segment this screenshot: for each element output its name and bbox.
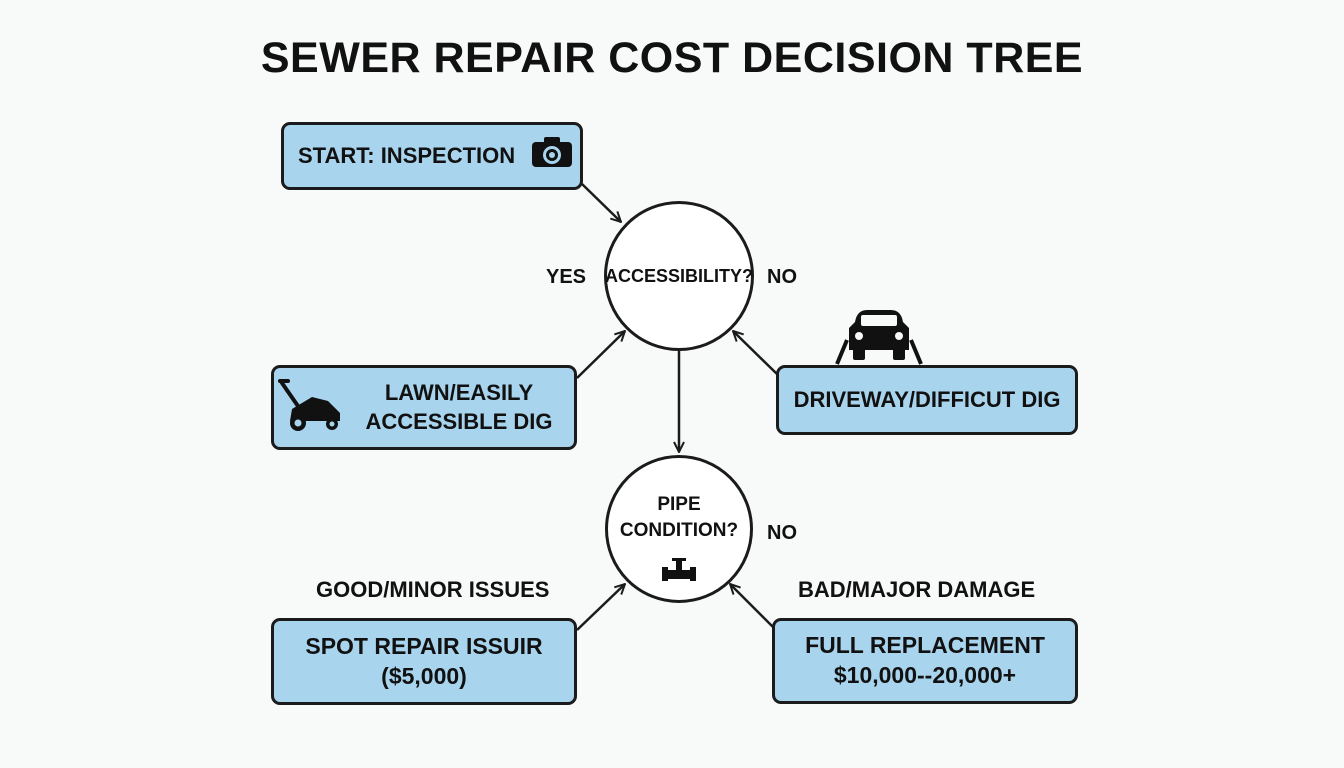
accessibility-yes-label: YES — [546, 266, 587, 288]
pipe-no-label: NO — [767, 522, 797, 544]
full-label-line2: $10,000--20,000+ — [833, 662, 1017, 688]
spot-label-line1: SPOT REPAIR ISSUIR — [305, 632, 543, 659]
pipe-icon — [661, 557, 697, 588]
start-node-label: START: INSPECTION — [298, 142, 516, 168]
edge-full-to-pipe — [730, 584, 774, 628]
edge-lawn-to-accessibility — [576, 331, 625, 379]
lawn-label-line2: ACCESSIBLE DIG — [365, 408, 553, 434]
accessibility-label: ACCESSIBILITY? — [605, 265, 754, 286]
edge-start-to-accessibility — [581, 183, 621, 222]
spot-repair-node: SPOT REPAIR ISSUIR ($5,000) — [271, 618, 577, 705]
edge-spot-to-pipe — [576, 584, 625, 631]
accessibility-no-label: NO — [767, 266, 797, 288]
lawn-mower-icon — [278, 379, 344, 438]
pipe-label-line2: CONDITION? — [619, 520, 739, 541]
driveway-dig-node: DRIVEWAY/DIFFICUT DIG — [776, 365, 1078, 435]
spot-label-line2: ($5,000) — [381, 662, 467, 689]
camera-icon — [531, 136, 573, 176]
pipe-label-line1: PIPE — [657, 494, 701, 516]
accessibility-decision-node: ACCESSIBILITY? — [604, 201, 754, 351]
start-inspection-node: START: INSPECTION — [281, 122, 583, 190]
pipe-bad-label: BAD/MAJOR DAMAGE — [798, 577, 1036, 602]
full-label-line1: FULL REPLACEMENT — [805, 632, 1045, 659]
diagram-title: SEWER REPAIR COST DECISION TREE — [260, 34, 1084, 82]
full-replacement-node: FULL REPLACEMENT $10,000--20,000+ — [772, 618, 1078, 704]
edge-driveway-to-accessibility — [733, 331, 778, 375]
pipe-good-label: GOOD/MINOR ISSUES — [316, 577, 550, 602]
car-icon — [827, 306, 931, 371]
lawn-label-line1: LAWN/EASILY — [384, 379, 534, 405]
driveway-label: DRIVEWAY/DIFFICUT DIG — [793, 386, 1061, 412]
